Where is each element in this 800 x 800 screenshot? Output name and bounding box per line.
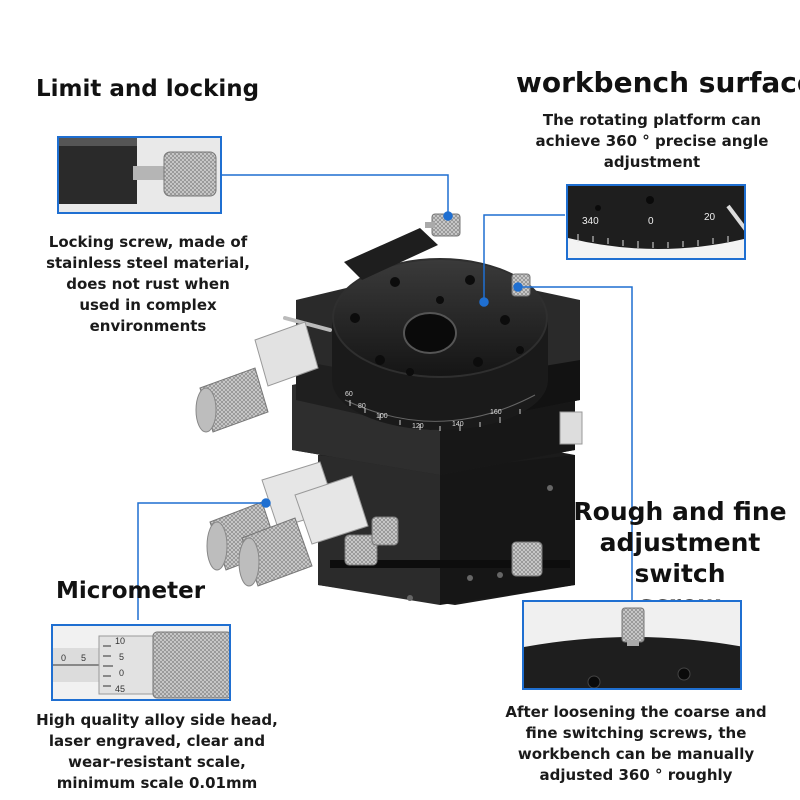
- micrometer-upper: [195, 321, 319, 433]
- dial-label-60: 60: [345, 391, 353, 398]
- side-knob-right: [511, 541, 543, 577]
- rough-fine-inset: [522, 600, 742, 690]
- micrometer-scale-label-45: 45: [115, 684, 125, 694]
- micrometer-scale-label-10: 10: [115, 636, 125, 646]
- micrometer-scale-label-5b: 5: [119, 652, 124, 662]
- limit-locking-description: Locking screw, made of stainless steel m…: [46, 233, 250, 335]
- micrometer-scale-label-5: 5: [81, 653, 86, 663]
- micrometer-title: Micrometer: [56, 578, 206, 604]
- micrometer-description: High quality alloy side head, laser engr…: [36, 711, 278, 792]
- rotary-disc: 60 80 100 120 140 160: [332, 258, 548, 431]
- workbench-scale-label-0: 0: [648, 216, 654, 227]
- micrometer-inset: 0 5 10 5 0 45: [51, 624, 231, 701]
- leader-lines: [137, 174, 633, 620]
- workbench-surface-title: workbench surface: [516, 66, 800, 99]
- micrometer-scale-label-0: 0: [61, 653, 66, 663]
- workbench-scale-label-20: 20: [704, 212, 716, 223]
- micrometer-lower-2: [238, 475, 369, 587]
- micrometer-scale-label-0b: 0: [119, 668, 124, 678]
- dial-label-140: 140: [452, 421, 464, 428]
- locking-arm: [283, 213, 461, 332]
- side-knob-left: [344, 516, 399, 566]
- limit-locking-inset: [57, 136, 222, 214]
- dial-label-120: 120: [412, 423, 424, 430]
- workbench-surface-description: The rotating platform can achieve 360 ° …: [535, 111, 769, 171]
- dial-label-100: 100: [376, 413, 388, 420]
- dial-label-80: 80: [358, 403, 366, 410]
- limit-locking-title: Limit and locking: [36, 76, 260, 102]
- dial-label-160: 160: [490, 409, 502, 416]
- workbench-scale-label-340: 340: [582, 216, 599, 227]
- workbench-surface-inset: 340 0 20: [566, 184, 746, 260]
- rough-fine-description: After loosening the coarse and fine swit…: [505, 703, 767, 784]
